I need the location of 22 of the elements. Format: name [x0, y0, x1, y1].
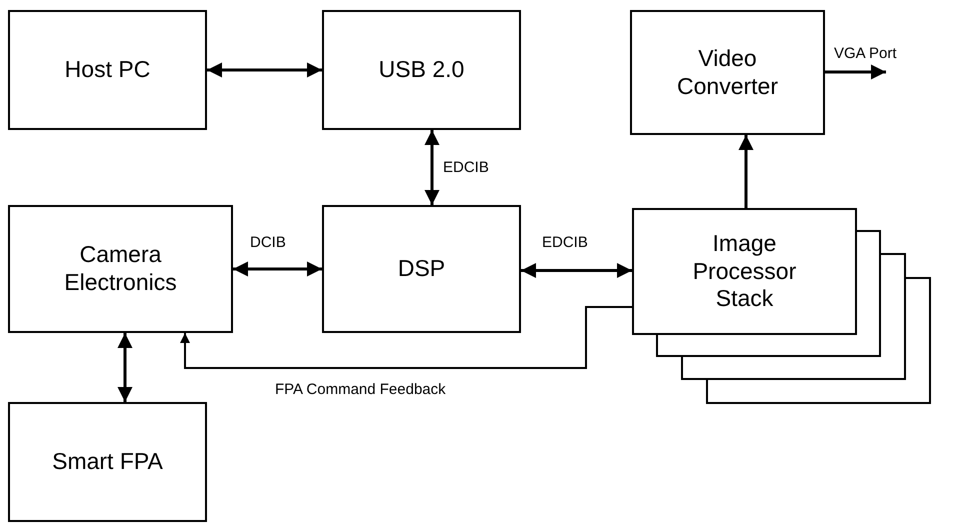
process-box [322, 10, 521, 130]
arrow [424, 130, 440, 205]
box-label: Image Processor Stack [692, 230, 798, 313]
stacked-process-box [632, 208, 931, 404]
arrow [233, 262, 322, 276]
process-box [322, 205, 521, 333]
box-label: Video Converter [676, 44, 779, 100]
arrow [118, 333, 132, 402]
box-label: Camera Electronics [63, 241, 178, 297]
box-label: Smart FPA [52, 448, 163, 476]
process-box [8, 10, 207, 130]
arrow [207, 62, 322, 78]
box-label: USB 2.0 [378, 56, 464, 84]
process-box [630, 10, 825, 135]
arrow [521, 263, 632, 278]
box-label: Host PC [64, 56, 150, 84]
arrow [825, 64, 886, 80]
process-box [8, 402, 207, 522]
arrow [738, 135, 754, 208]
process-box [8, 205, 233, 333]
arrow [180, 306, 632, 369]
box-label: DSP [398, 255, 446, 283]
